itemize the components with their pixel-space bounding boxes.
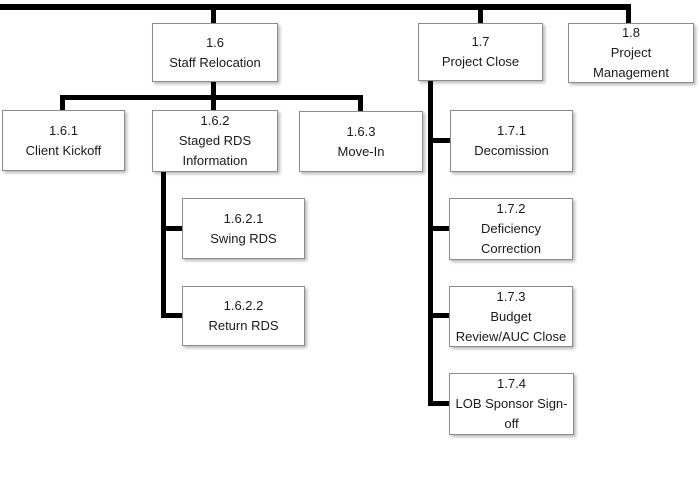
connector-drop-1-6-1: [60, 95, 65, 111]
node-label: Swing RDS: [210, 230, 277, 246]
wbs-node-1-6: 1.6 Staff Relocation: [152, 23, 278, 82]
node-code: 1.7.3: [496, 288, 526, 304]
wbs-node-1-6-1: 1.6.1 Client Kickoff: [2, 110, 125, 171]
node-label: Client Kickoff: [25, 142, 102, 158]
node-label: Project Management: [593, 45, 669, 80]
wbs-node-1-7-3: 1.7.3 Budget Review/AUC Close: [449, 286, 573, 347]
wbs-node-1-6-2-2: 1.6.2.2 Return RDS: [182, 286, 305, 346]
wbs-node-1-7: 1.7 Project Close: [418, 23, 543, 81]
node-code: 1.7.4: [497, 376, 526, 391]
node-code: 1.6.3: [346, 123, 376, 139]
node-label: LOB Sponsor Sign- off: [455, 396, 568, 431]
wbs-node-1-6-2-1: 1.6.2.1 Swing RDS: [182, 198, 305, 259]
node-code: 1.6.1: [49, 122, 78, 138]
node-label: Return RDS: [208, 318, 279, 333]
node-label: Budget Review/AUC Close: [455, 308, 567, 344]
node-label: Deficiency Correction: [481, 221, 541, 256]
node-code: 1.6.2.1: [223, 210, 264, 226]
node-code: 1.6.2.2: [223, 298, 264, 313]
wbs-node-1-7-1: 1.7.1 Decomission: [450, 110, 573, 172]
node-code: 1.7: [471, 34, 490, 49]
node-label: Decomission: [474, 143, 549, 158]
node-label: Staged RDS Information: [178, 133, 252, 168]
node-label: Move-In: [337, 143, 385, 159]
connector-stub-1-7-4: [428, 401, 449, 406]
connector-stub-1-6-2-1: [161, 226, 182, 231]
wbs-node-1-8: 1.8 Project Management: [568, 23, 694, 83]
connector-drop-1-6-3: [358, 95, 363, 112]
node-label: Staff Relocation: [169, 54, 261, 70]
connector-stub-1-7-1: [428, 138, 450, 143]
connector-drop-1-7: [478, 4, 483, 24]
connector-drop-1-6: [211, 4, 216, 24]
node-code: 1.7.1: [497, 123, 526, 138]
connector-stub-1-6-2-2: [161, 313, 182, 318]
connector-drop-1-6-2: [211, 95, 216, 111]
connector-stub-1-7-2: [428, 226, 449, 231]
wbs-node-1-7-2: 1.7.2 Deficiency Correction: [449, 198, 573, 260]
node-code: 1.6: [205, 34, 225, 50]
connector-trunk-top: [0, 4, 631, 10]
node-label: Project Close: [441, 54, 520, 69]
wbs-node-1-7-4: 1.7.4 LOB Sponsor Sign- off: [449, 373, 574, 435]
connector-stem-1-6: [211, 80, 216, 97]
connector-stem-1-6-2: [161, 170, 166, 318]
wbs-node-1-6-3: 1.6.3 Move-In: [299, 111, 423, 172]
node-code: 1.7.2: [496, 201, 526, 216]
node-code: 1.6.2: [200, 113, 230, 128]
connector-stub-1-7-3: [428, 313, 449, 318]
wbs-node-1-6-2: 1.6.2 Staged RDS Information: [152, 110, 278, 172]
connector-stem-1-7: [428, 79, 433, 406]
connector-drop-1-8: [626, 4, 631, 24]
node-code: 1.8: [621, 25, 641, 40]
